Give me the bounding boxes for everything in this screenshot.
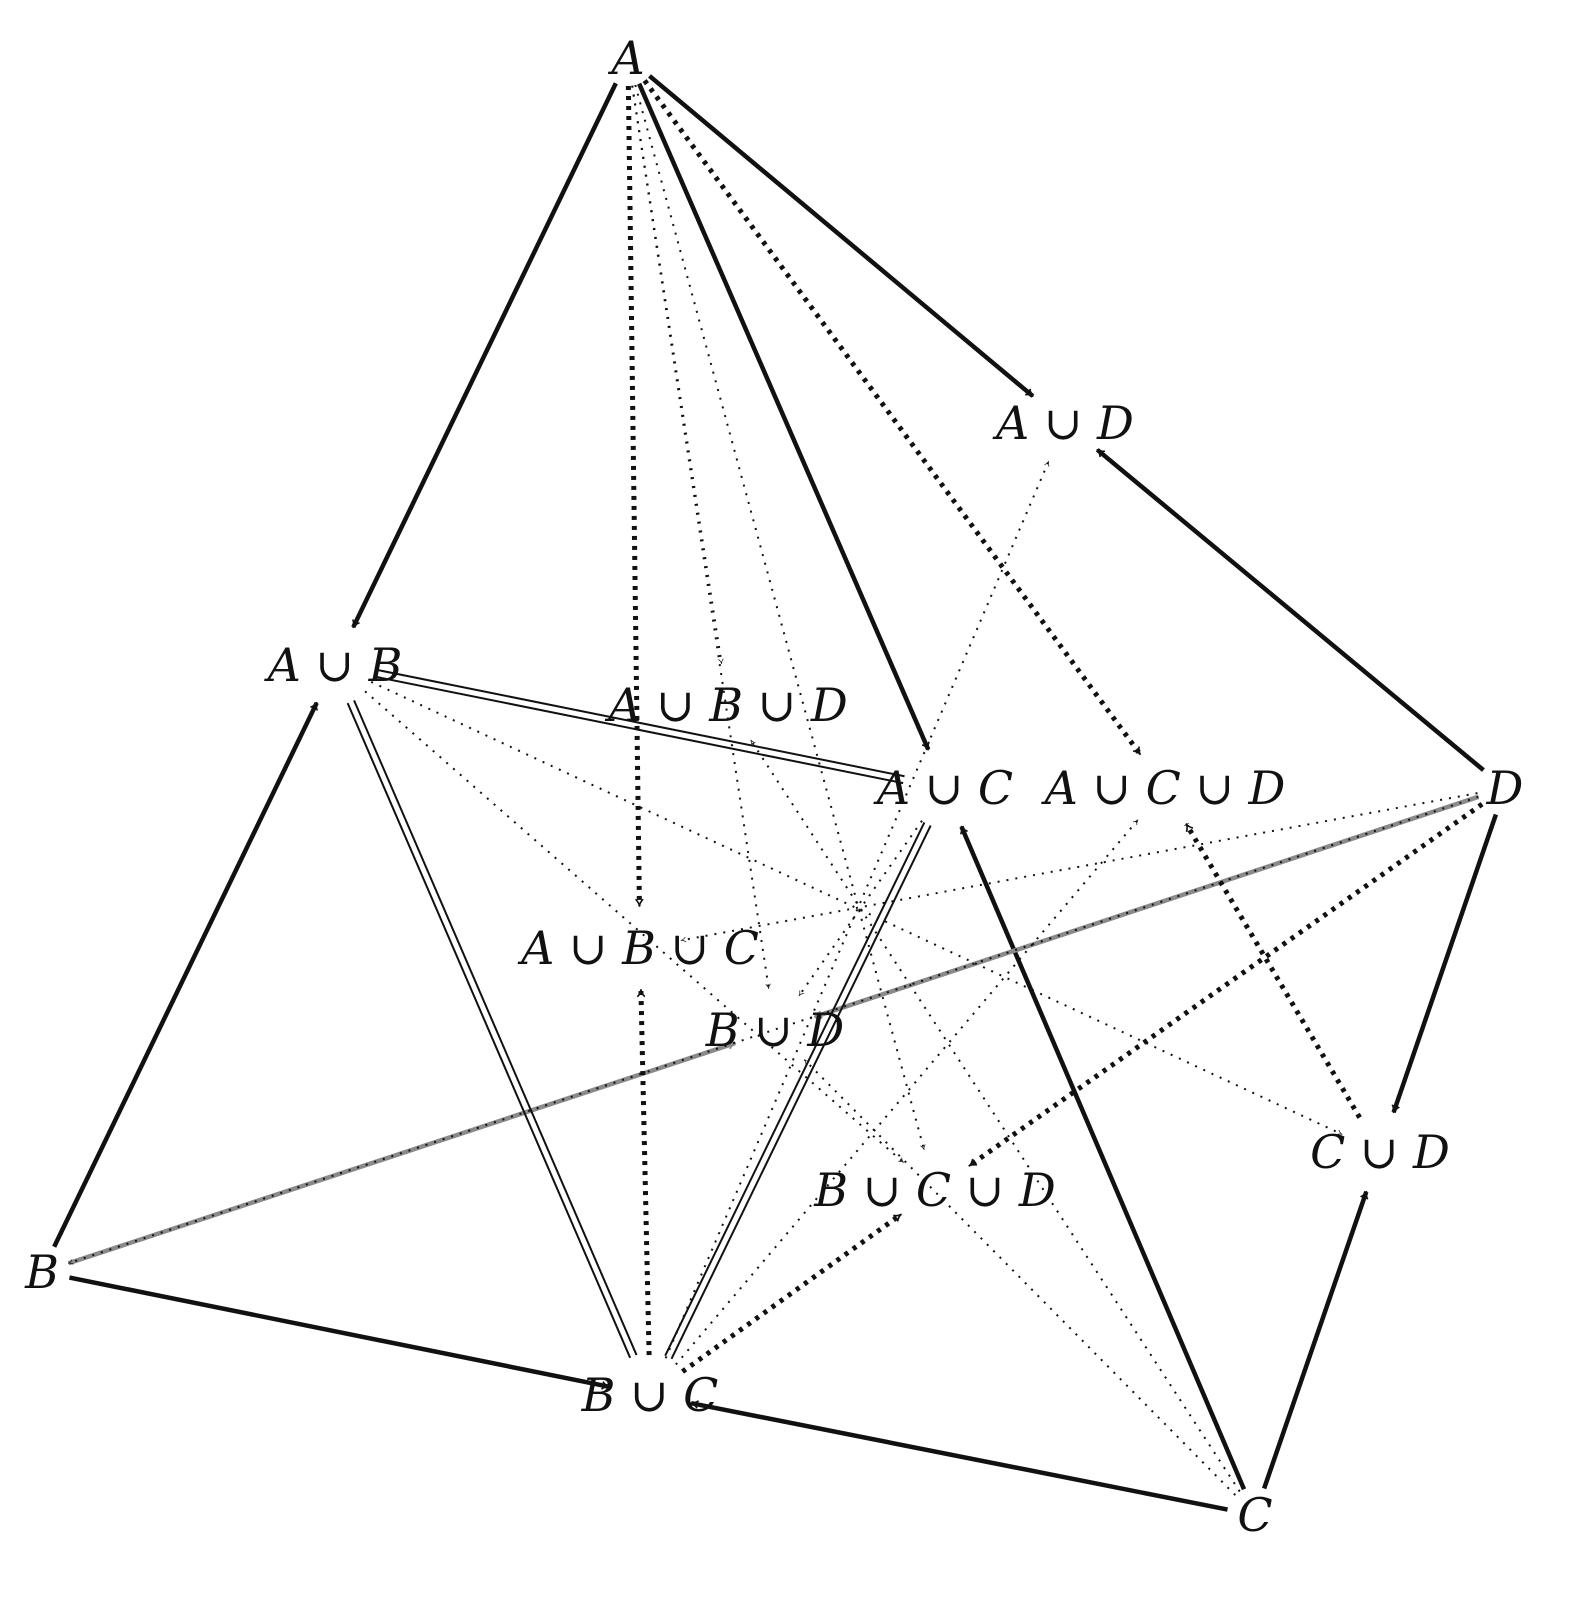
- edge-ab-to-ac: [374, 668, 905, 778]
- edge-b-to-bc: [68, 1275, 610, 1390]
- edge-d-to-cd: [1391, 813, 1499, 1114]
- edge-d-to-bcd: [967, 802, 1484, 1168]
- edge-ab-to-cd: [370, 680, 1343, 1136]
- edge-a-to-ac: [637, 82, 931, 751]
- edge-ac-to-bc: [670, 825, 932, 1360]
- edge-a-to-abd: [631, 85, 724, 665]
- edge-bc-to-ad: [664, 461, 1050, 1359]
- node-ac: A ∪ C: [873, 761, 1013, 815]
- edge-a-to-bcd: [634, 84, 926, 1151]
- edge-d-to-abc: [680, 792, 1478, 943]
- node-bc: B ∪ C: [581, 1368, 719, 1422]
- edge-c-to-bd: [803, 1059, 1237, 1496]
- edge-ab-to-bc: [353, 699, 638, 1356]
- node-ab: A ∪ B: [264, 638, 403, 692]
- node-d: D: [1486, 761, 1524, 815]
- node-abc: A ∪ B ∪ C: [517, 921, 759, 975]
- node-bcd: B ∪ C ∪ D: [813, 1163, 1055, 1217]
- node-c: C: [1237, 1488, 1272, 1542]
- edge-a-to-ad: [648, 74, 1035, 398]
- edge-c-to-ac: [959, 825, 1247, 1491]
- edge-c-to-cd: [1261, 1190, 1369, 1490]
- edge-bc-to-acd: [675, 819, 1139, 1366]
- edge-cd-to-acd: [1184, 822, 1362, 1119]
- node-abd: A ∪ B ∪ D: [604, 678, 847, 732]
- edge-d-to-bd: [813, 794, 1480, 1019]
- edge-a-to-abc: [625, 85, 644, 907]
- node-acd: A ∪ C ∪ D: [1041, 761, 1286, 815]
- edge-bc-to-abc: [636, 989, 652, 1356]
- edge-ac-to-bc: [664, 822, 926, 1357]
- node-bd: B ∪ D: [705, 1003, 844, 1057]
- edge-a-to-ab: [351, 82, 618, 629]
- node-cd: C ∪ D: [1310, 1125, 1450, 1179]
- node-a: A: [607, 31, 644, 85]
- edge-bc-to-bcd: [681, 1212, 903, 1374]
- node-ad: A ∪ D: [992, 396, 1134, 450]
- edge-ab-to-bc: [346, 702, 632, 1359]
- edge-b-to-ab: [52, 701, 319, 1248]
- node-b: B: [24, 1245, 59, 1299]
- edge-c-to-bc: [690, 1400, 1228, 1512]
- edge-c-to-abd: [750, 739, 1241, 1493]
- edge-d-to-ad: [1095, 448, 1485, 772]
